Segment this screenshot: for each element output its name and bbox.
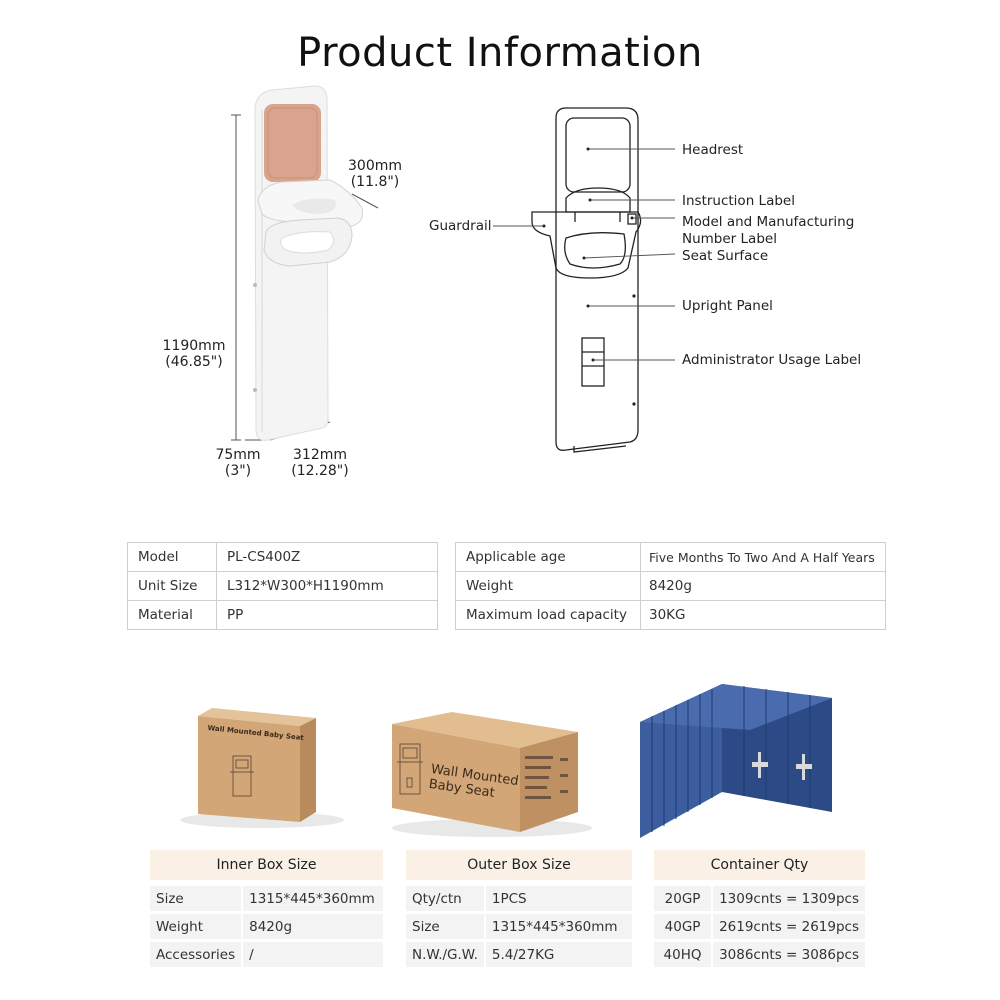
product-line-diagram (493, 107, 676, 453)
shipping-container-image (640, 684, 832, 838)
outer-box-image (392, 712, 592, 837)
container-table: 20GP 1309cnts = 1309pcs 40GP 2619cnts = … (654, 883, 865, 970)
diagram-admin-label (581, 337, 605, 387)
label-headrest: Headrest (682, 142, 744, 158)
page-title: Product Information (297, 30, 703, 76)
table-row: Material PP (127, 600, 438, 630)
label-model-mfg: Model and Manufacturing Number Label (682, 214, 855, 247)
label-guardrail: Guardrail (429, 218, 492, 234)
label-upright-panel: Upright Panel (682, 298, 773, 314)
diagram-guardrail (531, 211, 642, 279)
depth-dimension: 300mm (11.8") (348, 158, 402, 190)
table-row: Size 1315*445*360mm (150, 886, 383, 911)
label-seat-surface: Seat Surface (682, 248, 769, 264)
table-row: Weight 8420g (455, 571, 886, 601)
table-row: Size 1315*445*360mm (406, 914, 632, 939)
product-photo (231, 85, 379, 441)
height-dimension: 1190mm (46.85") (162, 338, 226, 370)
photo-headrest-pad (264, 104, 321, 182)
outer-box-table: Qty/ctn 1PCS Size 1315*445*360mm N.W./G.… (406, 883, 632, 970)
label-instruction: Instruction Label (682, 193, 795, 209)
table-row: 40GP 2619cnts = 2619pcs (654, 914, 865, 939)
table-row: Maximum load capacity 30KG (455, 600, 886, 630)
label-admin-usage: Administrator Usage Label (682, 352, 862, 368)
table-row: Applicable age Five Months To Two And A … (455, 542, 886, 572)
table-row: 20GP 1309cnts = 1309pcs (654, 886, 865, 911)
inner-box-image (180, 708, 344, 828)
table-row: 40HQ 3086cnts = 3086pcs (654, 942, 865, 967)
thickness-dimension: 75mm (3") (215, 447, 261, 479)
spec-table-left: Model PL-CS400Z Unit Size L312*W300*H119… (127, 542, 438, 630)
table-row: Model PL-CS400Z (127, 542, 438, 572)
table-row: Qty/ctn 1PCS (406, 886, 632, 911)
spec-table-right: Applicable age Five Months To Two And A … (455, 542, 886, 630)
inner-box-table: Size 1315*445*360mm Weight 8420g Accesso… (150, 883, 383, 970)
container-title: Container Qty (654, 850, 865, 880)
inner-box-title: Inner Box Size (150, 850, 383, 880)
table-row: N.W./G.W. 5.4/27KG (406, 942, 632, 967)
width-dimension: 312mm (12.28") (291, 447, 349, 479)
diagram-headrest (565, 117, 631, 193)
diagram-upright-panel (555, 107, 639, 451)
table-row: Accessories / (150, 942, 383, 967)
outer-box-title: Outer Box Size (406, 850, 632, 880)
table-row: Weight 8420g (150, 914, 383, 939)
